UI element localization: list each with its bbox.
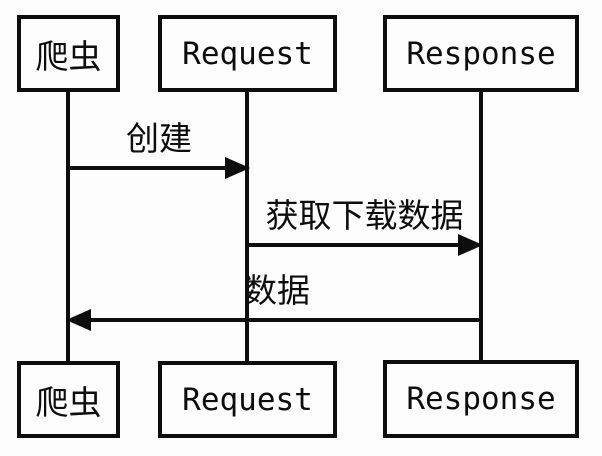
message-line-create — [68, 166, 228, 170]
lifeline-crawler — [66, 92, 70, 361]
actor-label-response: Response — [406, 35, 556, 72]
message-label-fetch-download-data: 获取下载数据 — [265, 196, 464, 235]
arrowhead-left-icon — [66, 309, 91, 331]
message-line-fetch-download-data — [247, 243, 460, 247]
actor-box-response-top: Response — [383, 15, 579, 92]
actor-label-request: Request — [182, 381, 313, 418]
actor-box-crawler-bottom: 爬虫 — [17, 361, 120, 438]
lifeline-request — [245, 92, 249, 361]
arrowhead-right-icon — [225, 157, 250, 179]
actor-box-request-bottom: Request — [158, 361, 337, 438]
actor-label-request: Request — [182, 35, 313, 72]
actor-label-response: Response — [406, 381, 556, 417]
message-label-create: 创建 — [126, 119, 192, 158]
actor-box-crawler-top: 爬虫 — [17, 15, 120, 92]
actor-box-response-bottom: Response — [383, 360, 579, 438]
arrowhead-right-icon — [458, 234, 483, 256]
actor-label-crawler: 爬虫 — [35, 36, 102, 76]
actor-label-crawler: 爬虫 — [35, 382, 102, 422]
message-label-data: 数据 — [244, 271, 310, 310]
actor-box-request-top: Request — [158, 15, 337, 92]
message-line-data — [90, 318, 481, 322]
lifeline-response — [479, 92, 483, 361]
